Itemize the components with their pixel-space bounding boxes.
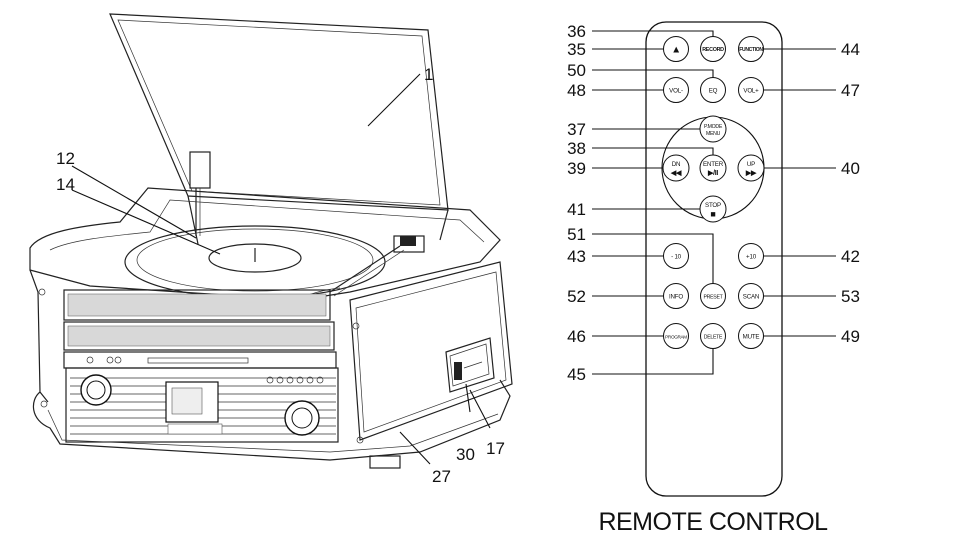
minus-10-button[interactable]: - 10 [663, 243, 689, 269]
callout-47: 47 [841, 81, 860, 100]
svg-text:+10: +10 [746, 254, 757, 261]
cassette-deck [445, 337, 495, 393]
function-button[interactable]: FUNCTION [738, 36, 764, 62]
svg-text:STOP: STOP [705, 202, 721, 209]
svg-text:- 10: - 10 [671, 254, 682, 261]
svg-text:VOL-: VOL- [669, 88, 683, 95]
hinge [189, 151, 211, 236]
cabinet-left-side [29, 269, 49, 408]
svg-text:VOL+: VOL+ [743, 88, 759, 95]
svg-text:UP: UP [747, 161, 755, 168]
cabinet-base [32, 379, 511, 469]
enter-play-pause-button[interactable]: ENTER ▶/II [699, 154, 727, 182]
svg-text:MENU: MENU [706, 131, 721, 137]
display-window [165, 381, 223, 435]
front-grille [63, 289, 335, 351]
callout-46: 46 [567, 327, 586, 346]
svg-text:ENTER: ENTER [703, 161, 724, 168]
callout-36: 36 [567, 22, 586, 41]
svg-text:MUTE: MUTE [743, 334, 760, 341]
callout-12: 12 [56, 149, 75, 168]
svg-text:▶▶: ▶▶ [745, 170, 757, 177]
callout-49: 49 [841, 327, 860, 346]
remote-control: ▲ RECORD FUNCTION VOL- EQ VOL+ P.MODE ME… [567, 21, 860, 536]
svg-text:RECORD: RECORD [702, 47, 724, 53]
callout-50: 50 [567, 61, 586, 80]
svg-text:INFO: INFO [669, 294, 683, 301]
callout-35: 35 [567, 40, 586, 59]
left-knob [80, 374, 112, 406]
callout-43: 43 [567, 247, 586, 266]
callout-39: 39 [567, 159, 586, 178]
callout-42: 42 [841, 247, 860, 266]
delete-button[interactable]: DELETE [700, 323, 726, 349]
vol-minus-button[interactable]: VOL- [663, 77, 689, 103]
vol-plus-button[interactable]: VOL+ [738, 77, 764, 103]
callout-53: 53 [841, 287, 860, 306]
callout-40: 40 [841, 159, 860, 178]
callout-38: 38 [567, 139, 586, 158]
plus-10-button[interactable]: +10 [738, 243, 764, 269]
callout-27: 27 [432, 467, 451, 486]
player-leaders [71, 73, 491, 465]
preset-button[interactable]: PRESET [700, 283, 726, 309]
eq-button[interactable]: EQ [700, 77, 726, 103]
turntable-illustration: 1 12 14 30 17 27 [29, 13, 513, 486]
callout-44: 44 [841, 40, 860, 59]
record-platter [124, 225, 386, 299]
front-panel [65, 367, 339, 443]
svg-text:◀◀: ◀◀ [670, 170, 682, 177]
callout-48: 48 [567, 81, 586, 100]
svg-text:▲: ▲ [671, 45, 681, 56]
callout-52: 52 [567, 287, 586, 306]
svg-text:■: ■ [710, 209, 715, 219]
record-button[interactable]: RECORD [700, 36, 726, 62]
pmode-menu-button[interactable]: P.MODE MENU [699, 115, 727, 143]
callout-45: 45 [567, 365, 586, 384]
side-panel [349, 261, 513, 444]
remote-control-caption: REMOTE CONTROL [598, 508, 828, 536]
svg-text:▶/II: ▶/II [707, 170, 718, 177]
svg-text:P.MODE: P.MODE [704, 124, 723, 130]
callout-14: 14 [56, 175, 75, 194]
svg-text:EQ: EQ [709, 88, 718, 95]
eject-button[interactable]: ▲ [663, 36, 689, 62]
svg-text:DELETE: DELETE [704, 335, 723, 341]
stop-button[interactable]: STOP ■ [699, 195, 727, 223]
svg-text:FUNCTION: FUNCTION [739, 47, 763, 53]
right-knob [284, 400, 320, 436]
remote-leaders [592, 30, 836, 375]
callout-1: 1 [424, 65, 433, 84]
dust-cover [109, 13, 449, 245]
info-button[interactable]: INFO [663, 283, 689, 309]
svg-text:DN: DN [672, 161, 681, 168]
svg-text:SCAN: SCAN [743, 294, 759, 301]
callout-30: 30 [456, 445, 475, 464]
control-strip [63, 351, 337, 384]
callout-37: 37 [567, 120, 586, 139]
program-button[interactable]: PROGRAM [663, 323, 689, 349]
callout-17: 17 [486, 439, 505, 458]
scan-button[interactable]: SCAN [738, 283, 764, 309]
dn-rewind-button[interactable]: DN ◀◀ [662, 154, 690, 182]
callout-41: 41 [567, 200, 586, 219]
svg-text:PROGRAM: PROGRAM [665, 335, 687, 340]
mute-button[interactable]: MUTE [738, 323, 764, 349]
up-forward-button[interactable]: UP ▶▶ [737, 154, 765, 182]
svg-text:PRESET: PRESET [704, 295, 724, 301]
callout-51: 51 [567, 225, 586, 244]
